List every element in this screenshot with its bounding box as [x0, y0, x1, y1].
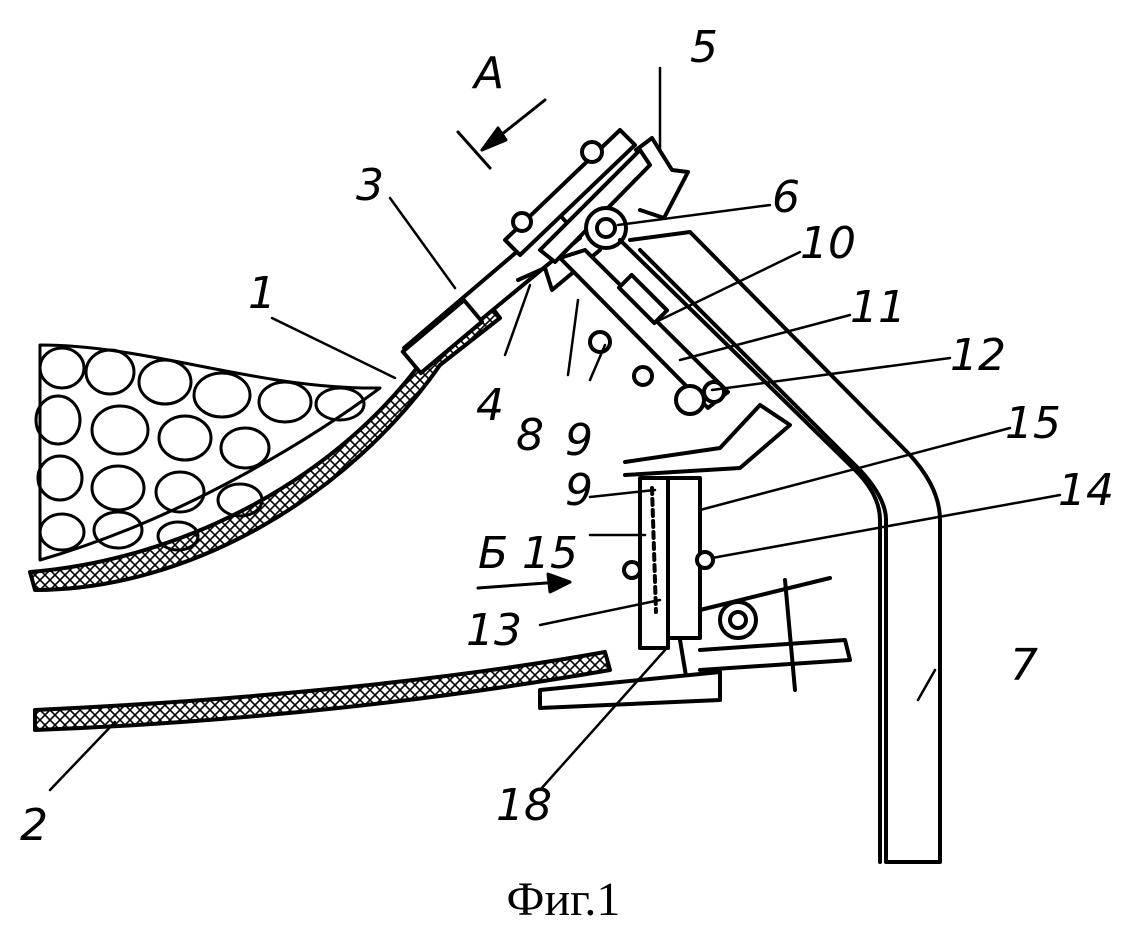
label-11: 11	[850, 282, 906, 333]
label-7: 7	[1010, 640, 1038, 691]
label-8: 8	[516, 410, 544, 461]
label-14: 14	[1058, 465, 1114, 516]
label-13: 13	[466, 605, 522, 656]
label-18: 18	[496, 780, 552, 831]
label-2: 2	[20, 800, 48, 851]
labels: А 5 3 6 10 1 11 12 4 8 9 15 9 14 Б 15 13…	[20, 22, 1114, 851]
label-5: 5	[690, 22, 718, 73]
figure-caption: Фиг.1	[0, 872, 1127, 927]
technical-drawing: А 5 3 6 10 1 11 12 4 8 9 15 9 14 Б 15 13…	[0, 0, 1127, 870]
lower-belt-2	[35, 652, 610, 730]
roller	[720, 602, 756, 638]
bolt-9	[590, 332, 610, 352]
label-12: 12	[950, 330, 1006, 381]
bolt-12	[676, 386, 704, 414]
label-4: 4	[476, 380, 504, 431]
label-9: 9	[565, 415, 593, 466]
label-15b: 15	[522, 528, 578, 579]
label-3: 3	[356, 160, 384, 211]
strut-5	[636, 138, 688, 218]
label-1: 1	[248, 268, 276, 319]
bolt-14	[697, 552, 713, 568]
label-b: Б	[478, 528, 508, 579]
view-arrow-a	[458, 100, 545, 168]
label-15a: 15	[1005, 398, 1061, 449]
label-10: 10	[800, 218, 856, 269]
label-6: 6	[772, 172, 800, 223]
support-bracket	[625, 405, 790, 475]
label-9b: 9	[565, 465, 593, 516]
label-a: А	[471, 48, 504, 99]
